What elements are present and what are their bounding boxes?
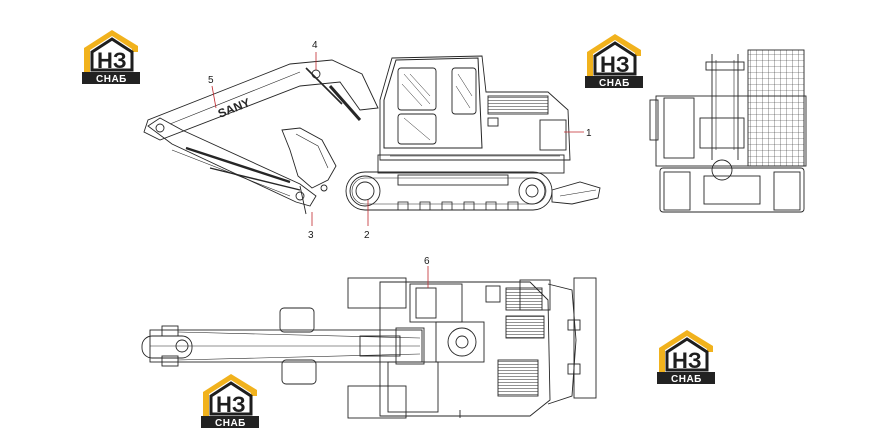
brand-logo-bottom-right: НЗ СНАБ: [655, 326, 717, 386]
callout-label-6: 6: [424, 256, 430, 267]
top-view: [141, 277, 597, 419]
upper-structure-side: [377, 55, 571, 174]
logo-letters: НЗ: [97, 48, 127, 73]
logo-caption: СНАБ: [599, 78, 630, 89]
brand-logo-bottom-left: НЗ СНАБ: [199, 370, 261, 430]
logo-caption: СНАБ: [671, 374, 702, 385]
arm-side: [147, 117, 317, 207]
logo-caption: СНАБ: [215, 418, 246, 429]
callout-2: 2: [364, 200, 370, 241]
logo-letters: НЗ: [216, 392, 246, 417]
logo-letters: НЗ: [672, 348, 702, 373]
boom-side: SANY: [143, 59, 379, 141]
brand-logo-top-center: НЗ СНАБ: [583, 30, 645, 90]
callouts: 1 2 3 4 5 6: [208, 40, 592, 288]
brand-logo-top-left: НЗ СНАБ: [80, 26, 142, 86]
callout-6: 6: [424, 256, 430, 288]
bucket-side: [281, 127, 337, 215]
logo-letters: НЗ: [600, 52, 630, 77]
callout-label-2: 2: [364, 230, 370, 241]
front-view: [649, 49, 807, 213]
track-side: [345, 171, 601, 211]
callout-3: 3: [308, 212, 314, 241]
side-view: SANY: [143, 55, 601, 215]
callout-5: 5: [208, 75, 217, 109]
callout-label-5: 5: [208, 75, 214, 86]
callout-4: 4: [312, 40, 318, 70]
callout-1: 1: [564, 128, 592, 139]
callout-label-1: 1: [586, 128, 592, 139]
logo-caption: СНАБ: [96, 74, 127, 85]
callout-label-3: 3: [308, 230, 314, 241]
callout-label-4: 4: [312, 40, 318, 51]
svg-text:SANY: SANY: [216, 95, 252, 120]
